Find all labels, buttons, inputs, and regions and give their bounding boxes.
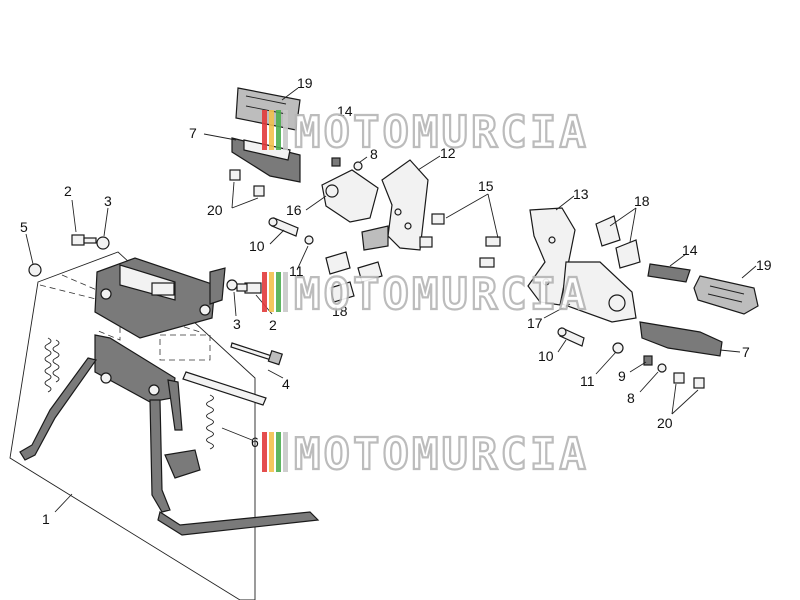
watermark-stripe: [283, 110, 288, 150]
watermark-stripe: [269, 110, 274, 150]
callout-18: 18: [332, 303, 348, 319]
callout-20: 20: [657, 415, 673, 431]
pivot-pin: [182, 371, 267, 406]
watermark-stripe: [269, 432, 274, 472]
footrest-plate-16: [321, 169, 379, 223]
spring-left: [44, 337, 60, 393]
callout-2: 2: [64, 183, 72, 199]
callout-20: 20: [207, 202, 223, 218]
bolt-2-right: [236, 282, 262, 294]
callout-12: 12: [440, 145, 456, 161]
callout-10: 10: [538, 348, 554, 364]
callout-11: 11: [580, 373, 595, 389]
callout-11: 11: [289, 263, 304, 279]
footpeg-rubber-19: [693, 275, 759, 315]
bolts-15: [419, 213, 501, 268]
long-bolt: [230, 342, 284, 366]
callout-labels: 1 2 3 5 3 2 4 6 19 14 7 8 12 20 16 10 11…: [20, 75, 772, 527]
watermark-stripe: [283, 272, 288, 312]
watermark-stripe: [276, 272, 281, 312]
guide-line: [159, 334, 211, 361]
pin-10-top: [268, 217, 299, 237]
callout-6: 6: [251, 434, 259, 450]
watermark-stripe: [283, 432, 288, 472]
footpeg-right-7: [639, 321, 723, 357]
center-stand: [19, 334, 320, 536]
callout-15: 15: [478, 178, 494, 194]
watermark-text: MOTOMURCIA: [294, 429, 589, 480]
ball-8-right: [657, 363, 667, 373]
stand-bracket: [94, 257, 226, 339]
spring-right: [206, 394, 214, 450]
footpeg-rubber-14: [647, 263, 691, 283]
footpeg-rubber-top: [235, 87, 301, 131]
watermark-top: MOTOMURCIA: [262, 106, 589, 159]
callout-2: 2: [269, 317, 277, 333]
nut-11-top: [304, 235, 314, 245]
washer-5: [28, 263, 42, 277]
callout-14: 14: [337, 103, 353, 119]
callout-10: 10: [249, 238, 265, 254]
ball-8-top: [353, 161, 363, 171]
callout-7: 7: [189, 125, 197, 141]
center-stand-assembly: [9, 234, 320, 600]
pads-18-left: [325, 251, 383, 303]
watermark-stripe: [262, 432, 267, 472]
pin-10-right: [557, 327, 585, 347]
callout-13: 13: [573, 186, 589, 202]
callout-7: 7: [742, 344, 750, 360]
screws-20-right: [673, 372, 705, 389]
callout-16: 16: [286, 202, 302, 218]
pads-18-right: [595, 215, 641, 269]
callout-19: 19: [756, 257, 772, 273]
callout-1: 1: [42, 511, 50, 527]
callout-5: 5: [20, 219, 28, 235]
callout-8: 8: [370, 146, 378, 162]
right-footrest-assembly: [527, 207, 759, 389]
washer-3-left: [96, 236, 110, 250]
bolt-2-left: [71, 234, 97, 246]
nut-11-right: [612, 342, 624, 354]
left-footrest-assembly: [229, 87, 501, 303]
watermark-middle: MOTOMURCIA: [262, 268, 589, 321]
leader-lines: [25, 87, 757, 513]
watermark-stripe: [262, 272, 267, 312]
watermark-stripe: [276, 432, 281, 472]
callout-8: 8: [627, 390, 635, 406]
callout-4: 4: [282, 376, 290, 392]
callout-18: 18: [634, 193, 650, 209]
watermark-stripe: [269, 272, 274, 312]
screws-20-top: [229, 169, 265, 197]
watermark-text: MOTOMURCIA: [294, 107, 589, 158]
watermark-bottom: MOTOMURCIA: [262, 428, 589, 481]
callout-14: 14: [682, 242, 698, 258]
callout-17: 17: [527, 315, 543, 331]
watermark-stripe: [276, 110, 281, 150]
watermark-text: MOTOMURCIA: [294, 269, 589, 320]
bracket-13: [527, 207, 576, 306]
assembly-outline: [9, 251, 256, 600]
bracket-12: [361, 159, 429, 251]
spring-9-top: [331, 157, 341, 167]
callout-3: 3: [104, 193, 112, 209]
washer-3-right: [226, 279, 238, 291]
watermark-stripe: [262, 110, 267, 150]
spring-9-right: [643, 355, 653, 366]
callout-19: 19: [297, 75, 313, 91]
callout-9: 9: [618, 368, 626, 384]
callout-3: 3: [233, 316, 241, 332]
footrest-plate-17: [561, 261, 637, 323]
